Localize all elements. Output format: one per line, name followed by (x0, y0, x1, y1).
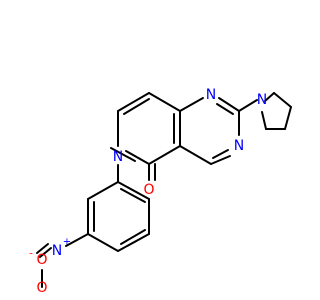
bond-c8a-n1 (179, 97, 204, 112)
atom-n3: N (234, 138, 244, 154)
bond-pyrrolidine-5 (264, 92, 275, 102)
bond-ph-nitro (65, 233, 89, 247)
bond-ph-6 (117, 181, 150, 200)
atom-n1: N (206, 87, 216, 103)
bond-c4-n3-double (212, 149, 229, 159)
atom-n-nitro: N (52, 243, 62, 259)
bond-n1-c2 (218, 97, 240, 112)
bond-c5-n6-ring (125, 150, 150, 165)
atom-o-carbonyl: O (143, 182, 154, 198)
atom-nitro-minus: - (29, 249, 33, 260)
bond-c4-c4a (179, 145, 212, 165)
bond-c4a-c5 (148, 145, 181, 165)
bond-n1-c2-double (216, 103, 234, 115)
molecule-structure: N N N N O N + O - O (29, 87, 292, 296)
bond-c5-n6 (110, 147, 136, 162)
bond-c7-c8 (117, 92, 150, 112)
atom-o-nitro-minus: O (36, 252, 47, 268)
bond-ph-3 (87, 233, 119, 252)
bond-c7-c8-double (123, 98, 150, 115)
bond-nitro-o-up (39, 247, 52, 258)
bond-ph-double-2 (120, 229, 146, 245)
bond-ph-1 (87, 181, 119, 200)
bond-pyrrolidine-1 (261, 111, 267, 130)
bond-c8-c8a (148, 92, 181, 112)
atom-n6: N (113, 149, 123, 165)
bond-c2-n-pyrrolidine (238, 99, 258, 112)
bond-n3-c4 (210, 155, 231, 165)
atom-o-nitro: O (36, 280, 47, 296)
bond-ph-double-3 (120, 188, 146, 203)
molecule-diagram: N N N N O N + O - O (29, 87, 292, 296)
atom-nitro-plus: + (63, 237, 71, 248)
atom-n-pyrrolidine: N (257, 92, 267, 108)
bond-pyrrolidine-4 (273, 92, 292, 108)
bond-ph-4 (117, 233, 150, 252)
bonds (36, 92, 292, 288)
bond-nitro-o-up-double (36, 243, 49, 254)
bond-pyrrolidine-3 (284, 106, 292, 130)
atom-labels: N N N N O N + O - O (29, 87, 267, 296)
